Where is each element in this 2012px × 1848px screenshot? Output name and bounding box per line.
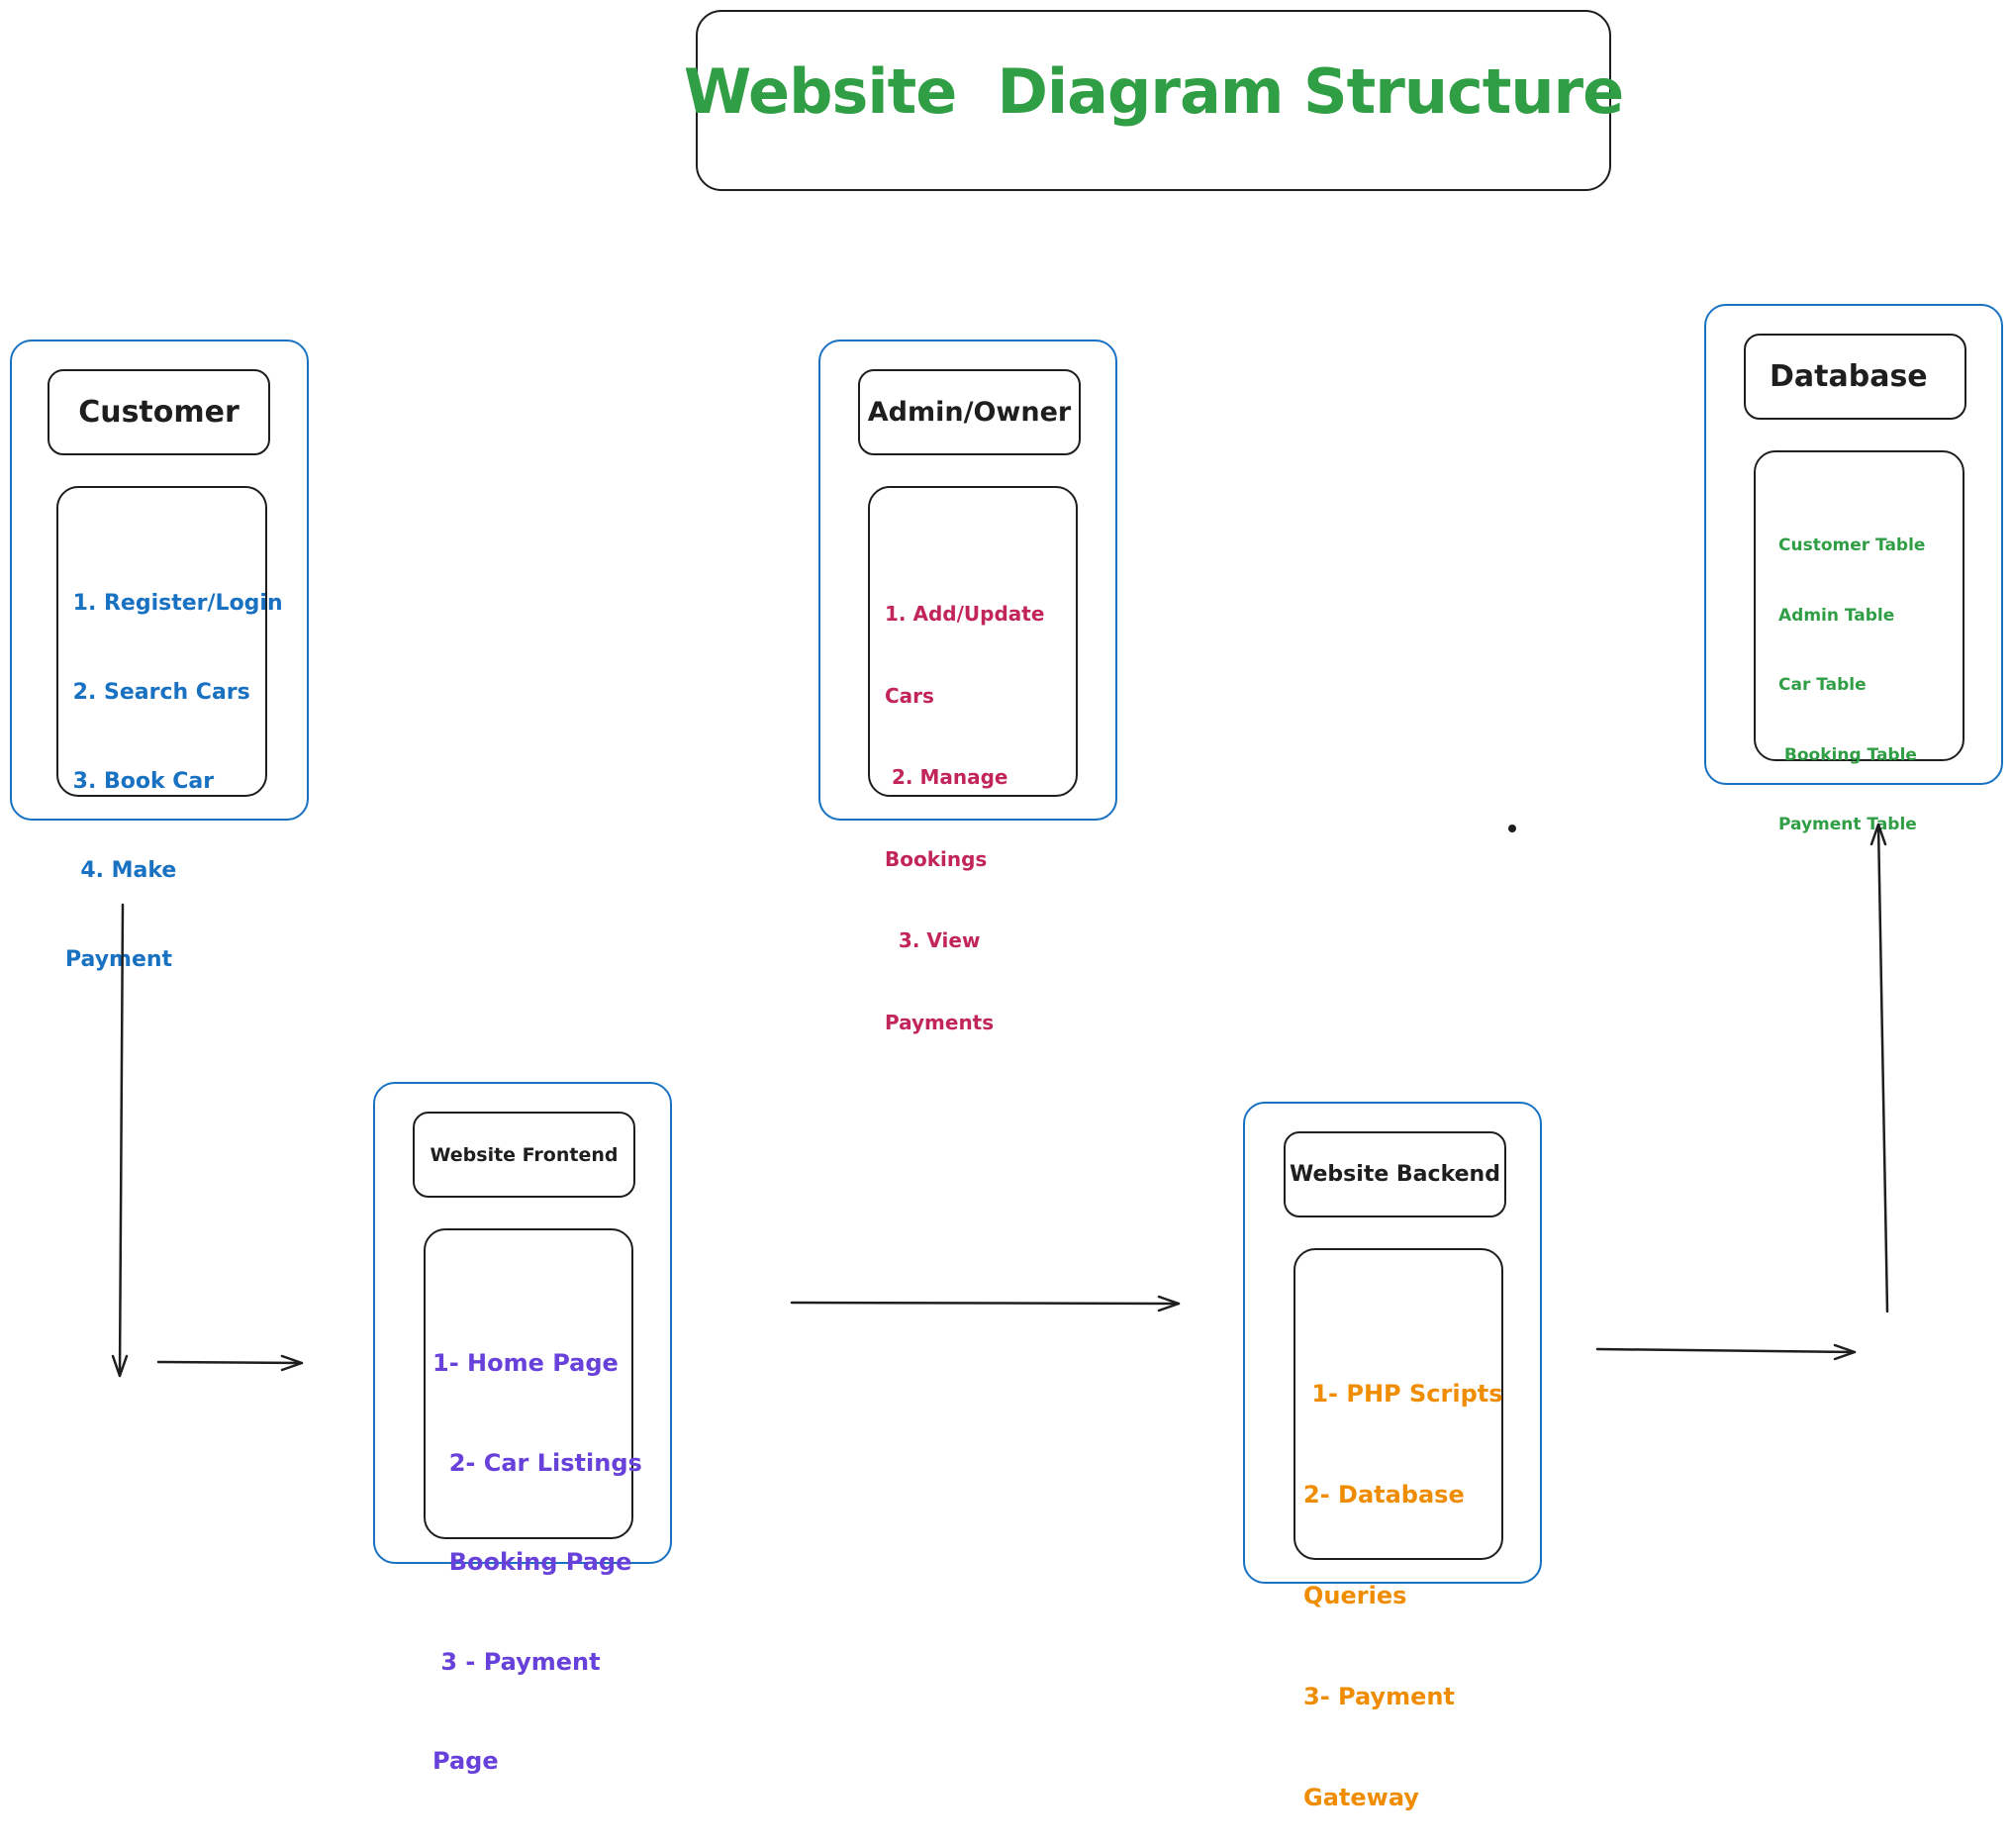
database-header: Database (1744, 334, 1966, 420)
customer-step: 3. Book Car (65, 769, 215, 794)
backend-header: Website Backend (1284, 1131, 1506, 1217)
frontend-body (424, 1228, 633, 1539)
database-table-item: Car Table (1778, 675, 1867, 695)
customer-body (56, 486, 267, 797)
frontend-container (373, 1082, 672, 1564)
admin-task: Bookings (885, 846, 988, 871)
admin-task: 1. Add/Update (885, 602, 1045, 626)
database-table-item: Customer Table (1778, 535, 1926, 555)
admin-container (818, 340, 1117, 821)
customer-step: 1. Register/Login (65, 591, 283, 616)
database-table-item: Admin Table (1778, 605, 1895, 626)
customer-step: Payment (65, 947, 173, 972)
customer-header-label: Customer (78, 395, 240, 430)
database-container (1704, 304, 2003, 785)
arrow-frontend-to-backend (790, 1295, 1181, 1313)
database-table-item: Booking Table (1778, 744, 1917, 765)
backend-header-label: Website Backend (1290, 1162, 1500, 1187)
admin-task: 2. Manage (885, 765, 1008, 789)
arrow-customer-down (111, 903, 129, 1378)
backend-container (1243, 1102, 1542, 1584)
frontend-page: Booking Page (432, 1548, 632, 1576)
database-header-label: Database (1770, 359, 1928, 394)
frontend-page: 3 - Payment (432, 1647, 601, 1676)
customer-step: 4. Make (65, 858, 177, 883)
stray-dot (1508, 825, 1516, 832)
admin-tasks: 1. Add/Update Cars 2. Manage Bookings 3.… (885, 546, 1044, 1064)
arrow-from-backend (1595, 1343, 1857, 1361)
admin-header-label: Admin/Owner (867, 397, 1072, 428)
backend-component: 2- Database (1303, 1481, 1465, 1508)
database-tables: Customer Table Admin Table Car Table Boo… (1778, 488, 1925, 860)
frontend-header: Website Frontend (413, 1112, 635, 1198)
backend-component: Gateway (1303, 1784, 1419, 1811)
admin-task: 3. View (885, 928, 981, 952)
frontend-page: 1- Home Page (432, 1349, 619, 1377)
frontend-page: Page (432, 1747, 499, 1775)
frontend-header-label: Website Frontend (430, 1143, 619, 1166)
backend-body (1293, 1248, 1503, 1560)
admin-task: Payments (885, 1010, 995, 1034)
database-body (1754, 450, 1964, 761)
diagram-title-box: Website Diagram Structure (684, 10, 1624, 191)
admin-body (868, 486, 1078, 797)
customer-step: 2. Search Cars (65, 680, 250, 705)
connector-arrows (111, 823, 1889, 1378)
frontend-page: 2- Car Listings (432, 1448, 642, 1477)
diagram-title: Website Diagram Structure (683, 55, 1624, 128)
customer-container (10, 340, 309, 821)
backend-component: 1- PHP Scripts (1303, 1380, 1503, 1408)
admin-task: Cars (885, 683, 934, 708)
arrow-to-frontend (156, 1354, 304, 1372)
admin-header: Admin/Owner (858, 369, 1081, 455)
customer-header: Customer (48, 369, 270, 455)
arrow-up-to-database (1869, 823, 1889, 1313)
backend-component: 3- Payment (1303, 1683, 1455, 1710)
customer-steps: 1. Register/Login 2. Search Cars 3. Book… (65, 530, 283, 1005)
